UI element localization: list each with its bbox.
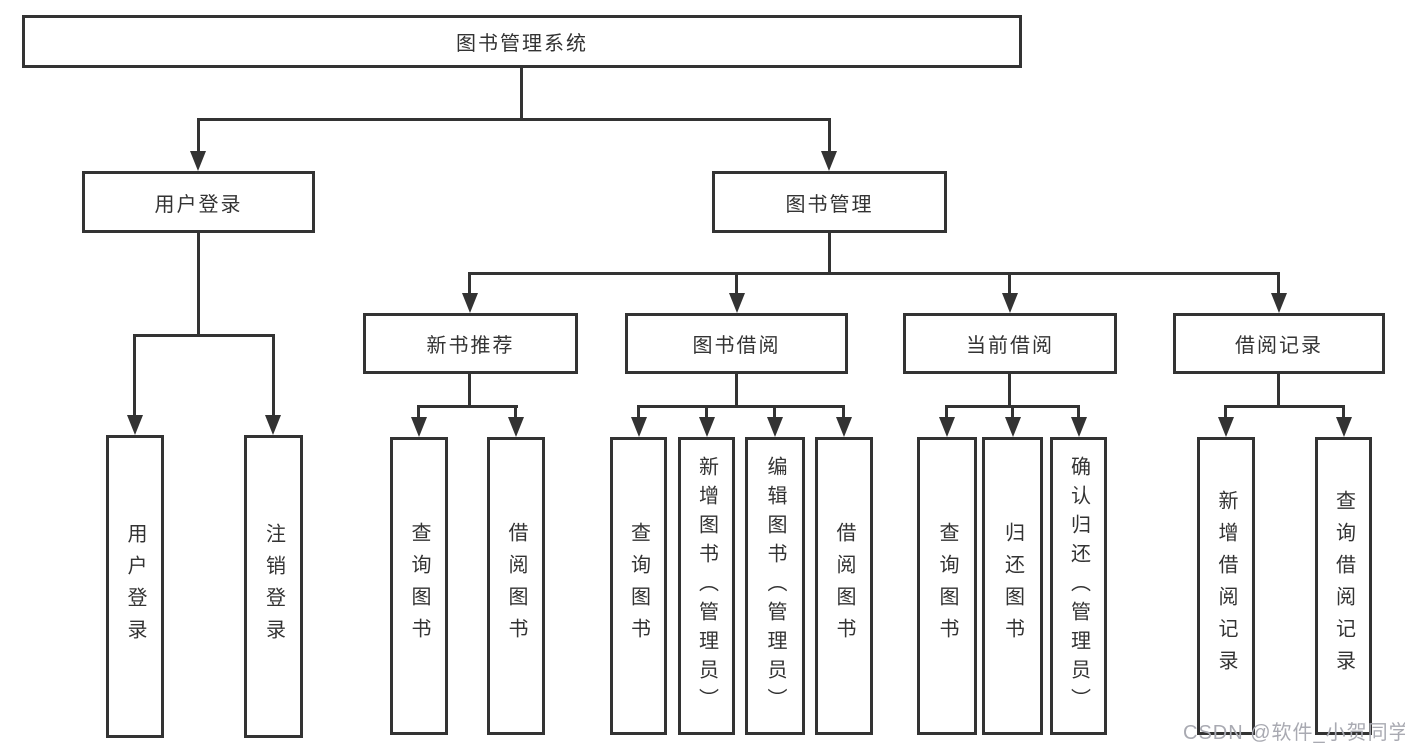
connector-vline [1077,405,1080,419]
connector-vline [735,272,738,295]
node-label: 查询图书 [408,522,430,650]
connector-vline [468,272,471,295]
connector-vline [828,233,831,275]
leaf-current-query-book: 查询图书 [917,437,977,735]
connector-vline [1277,374,1280,408]
node-label: 图书管理系统 [456,33,588,55]
down-arrowhead [836,417,852,437]
connector-vline [1277,272,1280,295]
node-label: 确认归还（管理员） [1067,455,1090,717]
down-arrowhead [190,151,206,171]
down-arrowhead [939,417,955,437]
connector-vline [842,405,845,419]
node-label: 编辑图书（管理员） [764,455,786,717]
connector-vline [1008,374,1011,408]
node-book-borrowing: 图书借阅 [625,313,848,374]
down-arrowhead [411,417,427,437]
down-arrowhead [1005,417,1021,437]
node-label: 用户登录 [154,193,243,216]
node-new-book-recommend: 新书推荐 [363,313,578,374]
down-arrowhead [1071,417,1087,437]
connector-vline [1224,405,1227,419]
down-arrowhead [729,293,745,313]
connector-hline [468,272,1280,275]
node-label: 当前借阅 [966,335,1054,357]
connector-hline [197,118,831,121]
node-label: 查询借阅记录 [1332,490,1355,682]
node-label: 查询图书 [936,522,958,650]
node-label: 新增借阅记录 [1215,490,1237,682]
down-arrowhead [1002,293,1018,313]
connector-vline [637,405,640,419]
node-label: 归还图书 [1001,522,1024,650]
node-label: 用户登录 [124,522,146,651]
leaf-borrowing-borrow-book: 借阅图书 [815,437,873,735]
connector-vline [945,405,948,419]
leaf-records-add-record: 新增借阅记录 [1197,437,1255,735]
node-label: 借阅记录 [1235,335,1323,357]
node-label: 图书管理 [785,193,874,216]
node-label: 图书借阅 [692,335,781,357]
connector-vline [1011,405,1014,419]
down-arrowhead [1336,417,1352,437]
connector-vline [705,405,708,419]
leaf-recommend-borrow-book: 借阅图书 [487,437,545,735]
node-label: 借阅图书 [833,522,855,650]
leaf-borrowing-edit-book-admin: 编辑图书（管理员） [745,437,805,735]
node-label: 新增图书（管理员） [695,455,718,717]
down-arrowhead [767,417,783,437]
leaf-user-login: 用户登录 [106,435,164,738]
connector-vline [468,374,471,408]
connector-vline [133,334,136,417]
connector-hline [1224,405,1344,408]
connector-vline [773,405,776,419]
down-arrowhead [631,417,647,437]
node-label: 新书推荐 [426,335,515,357]
down-arrowhead [699,417,715,437]
down-arrowhead [265,415,281,435]
connector-vline [828,118,831,153]
connector-vline [520,68,523,120]
node-label: 注销登录 [262,522,285,651]
connector-vline [1342,405,1345,419]
leaf-logout-login: 注销登录 [244,435,303,738]
down-arrowhead [508,417,524,437]
node-label: 查询图书 [627,522,650,650]
leaf-borrowing-add-book-admin: 新增图书（管理员） [678,437,735,735]
csdn-watermark: CSDN @软件_小贺同学 [1183,722,1405,744]
connector-vline [417,405,420,419]
down-arrowhead [1271,293,1287,313]
down-arrowhead [462,293,478,313]
connector-vline [514,405,517,419]
node-current-borrowing: 当前借阅 [903,313,1117,374]
leaf-current-return-book: 归还图书 [982,437,1043,735]
down-arrowhead [127,415,143,435]
leaf-recommend-query-book: 查询图书 [390,437,448,735]
leaf-records-query-record: 查询借阅记录 [1315,437,1372,735]
down-arrowhead [821,151,837,171]
connector-vline [1008,272,1011,295]
node-user-login: 用户登录 [82,171,315,233]
connector-vline [735,374,738,408]
down-arrowhead [1218,417,1234,437]
node-borrow-records: 借阅记录 [1173,313,1385,374]
leaf-borrowing-query-book: 查询图书 [610,437,667,735]
connector-hline [417,405,518,408]
connector-vline [197,118,200,153]
connector-vline [197,233,200,337]
connector-hline [637,405,845,408]
node-root: 图书管理系统 [22,15,1022,68]
connector-vline [272,334,275,417]
connector-hline [133,334,275,337]
node-book-management: 图书管理 [712,171,947,233]
node-label: 借阅图书 [505,522,527,650]
leaf-current-confirm-return-admin: 确认归还（管理员） [1050,437,1107,735]
